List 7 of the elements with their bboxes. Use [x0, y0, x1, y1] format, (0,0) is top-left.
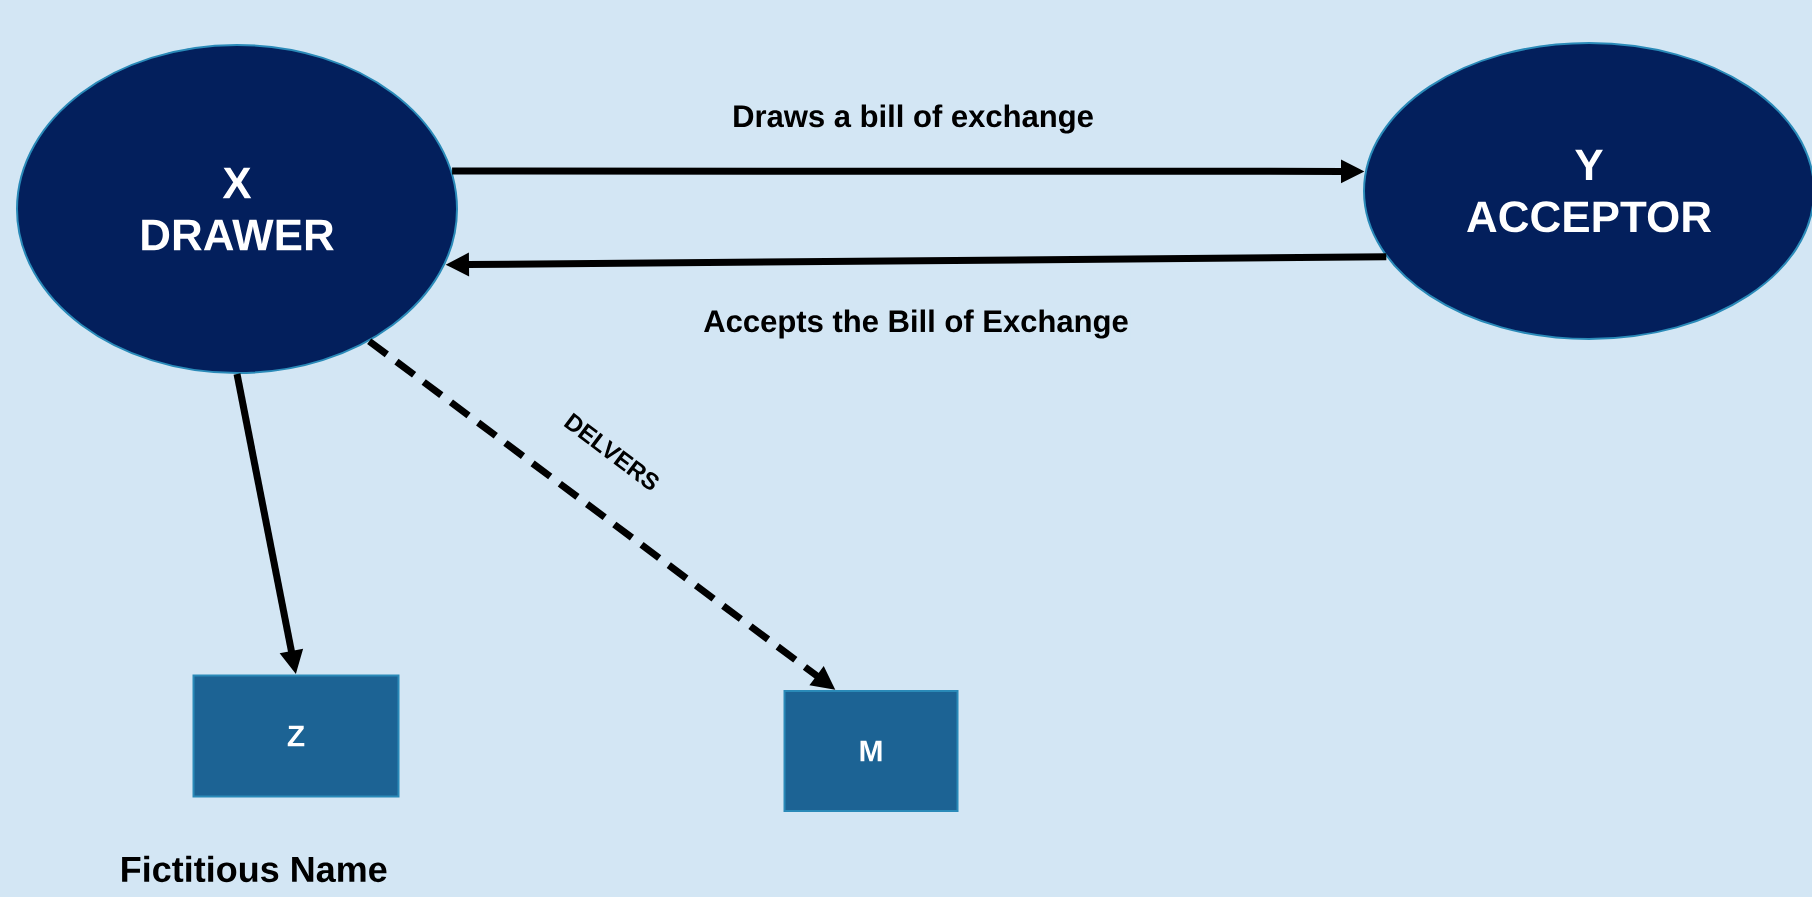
ellipse-node: Y ACCEPTOR	[1363, 42, 1812, 340]
square-box: Z	[192, 674, 400, 798]
ellipse-node: X DRAWER	[16, 44, 458, 374]
edge-label: Accepts the Bill of Exchange	[701, 307, 1131, 341]
square-box: M	[783, 690, 959, 812]
edge-label: Draws a bill of exchange	[730, 102, 1096, 136]
node-label: Fictitious Name	[122, 855, 387, 883]
